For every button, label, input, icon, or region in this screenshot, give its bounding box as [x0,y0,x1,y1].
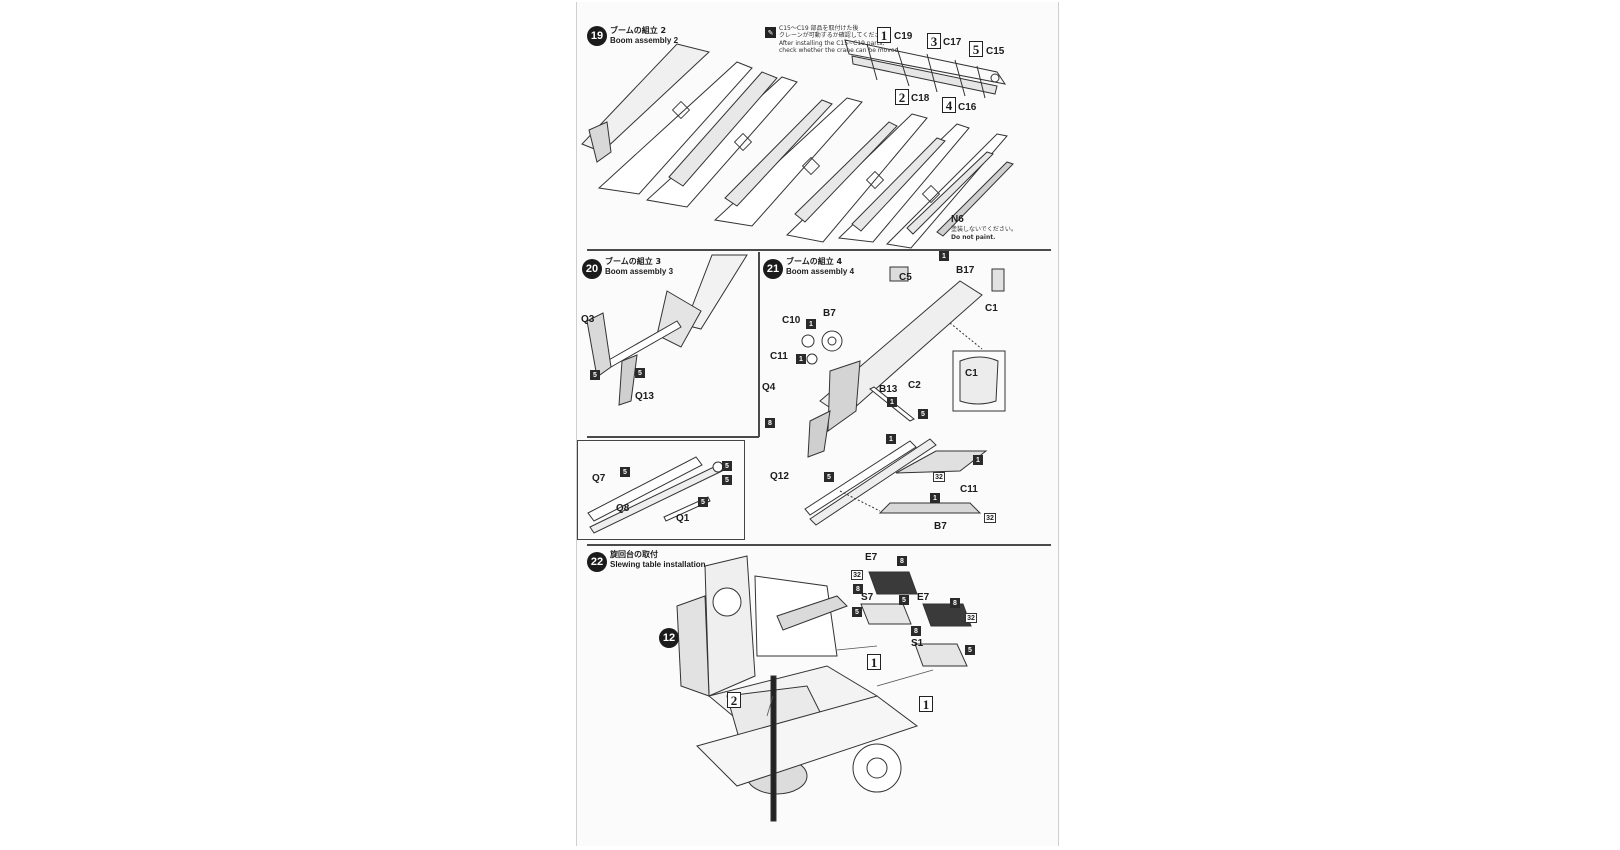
color-code: 5 [899,595,909,605]
step-title-jp: ブームの組立 4 [786,257,843,266]
part-label-c2: C2 [908,380,921,391]
color-code: 1 [973,455,983,465]
color-code: 1 [930,493,940,503]
color-code: 5 [620,467,630,477]
sequence-number-box: 1 [919,696,933,712]
instruction-sheet: 19 ブームの組立 2 Boom assembly 2 ✎ C15～C19 部品… [576,2,1059,846]
sequence-number-box: 1 [867,654,881,670]
boom-sections-drawing [581,43,1014,249]
part-label-n6: N6 [951,214,964,225]
color-code: 1 [939,251,949,261]
part-label-s7: S7 [861,592,874,603]
step-22-panel: 22 旋回台の取付 Slewing table installation 12 [577,546,1060,846]
sequence-number-box: 2 [727,692,741,708]
color-code: 5 [590,370,600,380]
part-label-q1: Q1 [676,513,690,524]
color-code: 32 [965,613,977,623]
sequence-number-box: 4 [942,97,956,113]
note-en-2: check whether the crane can be moved. [779,47,901,54]
color-code: 5 [722,475,732,485]
crane-rail-drawing [844,39,1007,99]
color-code: 32 [851,570,863,580]
boom-arms-drawing [587,456,724,534]
step-20b-subpanel: 5 Q7 5 5 Q8 5 Q1 [577,440,745,540]
color-code: 5 [635,368,645,378]
color-code: 32 [933,472,945,482]
step-19-panel: 19 ブームの組立 2 Boom assembly 2 ✎ C15～C19 部品… [577,2,1060,249]
part-label-q3: Q3 [581,314,595,325]
part-label-c5: C5 [899,272,912,283]
n6-note-en: Do not paint. [951,234,996,241]
boom-assembly-3-drawing [586,254,748,406]
slewing-table-drawing [676,555,972,822]
step-title-jp: ブームの組立 2 [610,26,667,35]
color-code: 8 [950,598,960,608]
part-label-q8: Q8 [616,503,630,514]
color-code: 8 [897,556,907,566]
step-number: 20 [582,259,602,279]
part-label-c17: C17 [943,37,962,48]
step-title-jp: ブームの組立 3 [605,257,662,266]
color-code: 5 [722,461,732,471]
detail-label-c11: C11 [960,484,978,495]
part-label-b7: B7 [823,308,836,319]
section-divider [587,544,1051,546]
part-label-q13: Q13 [635,391,654,402]
sequence-number-box: 2 [895,89,909,105]
step-title-en: Boom assembly 4 [786,267,855,276]
brush-icon: ✎ [765,27,776,38]
step-number: 19 [587,26,607,46]
section-divider [587,249,1051,251]
step-number: 21 [763,259,783,279]
part-label-q7: Q7 [592,473,606,484]
sequence-number-box: 3 [927,33,941,49]
part-label-e7: E7 [865,552,878,563]
color-code: 1 [806,319,816,329]
reference-step-number: 12 [659,628,679,648]
boom-assembly-4-drawing [801,266,1006,526]
color-code: 8 [911,626,921,636]
section-divider-vertical [758,252,760,437]
part-label-b13: B13 [879,384,898,395]
note-jp-1: C15～C19 部品を取付けた後 [779,25,859,32]
step-number: 22 [587,552,607,572]
part-label-q4: Q4 [762,382,776,393]
color-code: 5 [918,409,928,419]
part-label-s1: S1 [911,638,924,649]
part-label-c18: C18 [911,93,930,104]
color-code: 8 [765,418,775,428]
detail-label-b7: B7 [934,521,947,532]
color-code: 5 [965,645,975,655]
step-title-en: Slewing table installation [610,560,706,569]
note-en-1: After installing the C15~C19 parts, [779,40,885,47]
step-title-en: Boom assembly 3 [605,267,674,276]
color-code: 32 [984,513,996,523]
sequence-number-box: 1 [877,27,891,43]
color-code: 1 [886,434,896,444]
part-label-c16: C16 [958,102,977,113]
part-label-c1-detail: C1 [965,368,978,379]
part-label-e7: E7 [917,592,930,603]
part-label-c19: C19 [894,31,913,42]
color-code: 8 [853,584,863,594]
step-21-panel: 21 ブームの組立 4 Boom assembly 4 [760,251,1060,541]
part-label-c15: C15 [986,46,1005,57]
sequence-number-box: 5 [969,41,983,57]
step-title-en: Boom assembly 2 [610,36,679,45]
part-label-c11: C11 [770,351,788,362]
color-code: 1 [887,397,897,407]
part-label-c10: C10 [782,315,801,326]
part-label-c1: C1 [985,303,998,314]
color-code: 5 [698,497,708,507]
part-label-b17: B17 [956,265,975,276]
step-title-jp: 旋回台の取付 [610,550,658,559]
section-divider [587,436,759,438]
note-jp-2: クレーンが可動するか確認してください。 [779,32,893,39]
n6-note-jp: 塗装しないでください。 [951,226,1017,233]
color-code: 5 [852,607,862,617]
part-label-q12: Q12 [770,471,789,482]
color-code: 5 [824,472,834,482]
color-code: 1 [796,354,806,364]
step-20-panel: 20 ブームの組立 3 Boom assembly 3 Q3 5 5 Q13 [577,251,757,436]
